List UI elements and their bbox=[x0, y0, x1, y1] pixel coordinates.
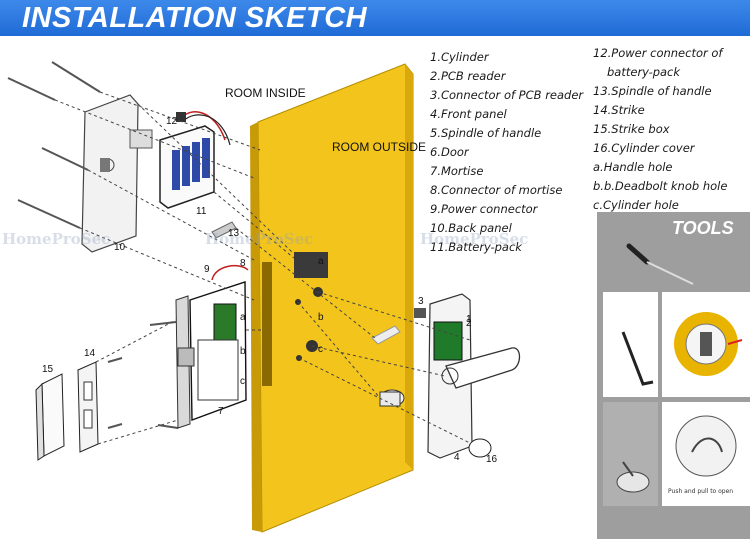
legend-item: 9.Power connector bbox=[430, 202, 538, 216]
tool-cover-cell bbox=[603, 402, 658, 506]
callout-14: 14 bbox=[84, 348, 96, 359]
strike bbox=[77, 361, 99, 453]
legend-item: battery-pack bbox=[607, 65, 681, 79]
legend-item: a.Handle hole bbox=[593, 160, 673, 174]
callout-16: 16 bbox=[486, 454, 498, 465]
watermark-1: HomeProSec bbox=[2, 230, 111, 248]
push-pull-icon bbox=[675, 415, 737, 477]
legend-item: 3.Connector of PCB reader bbox=[430, 88, 584, 102]
callout-10: 10 bbox=[114, 242, 126, 253]
legend-item: 1.Cylinder bbox=[430, 50, 489, 64]
callout-door-b: b bbox=[318, 312, 324, 323]
title-banner bbox=[0, 0, 750, 36]
legend-item: 13.Spindle of handle bbox=[593, 84, 712, 98]
legend-item: 12.Power connector of bbox=[593, 46, 723, 60]
assembly-lines bbox=[54, 91, 481, 449]
watermark-3: HomeProSec bbox=[420, 230, 529, 248]
tool-knob-cell bbox=[662, 292, 750, 397]
knob-icon bbox=[674, 312, 743, 376]
legend-item: 14.Strike bbox=[593, 103, 645, 117]
screws bbox=[7, 61, 179, 429]
watermark-2: HomeProSec bbox=[205, 230, 314, 248]
legend-item: 7.Mortise bbox=[430, 164, 484, 178]
callout-11: 11 bbox=[196, 206, 207, 217]
suction-cover-icon bbox=[616, 461, 650, 493]
callout-7: 7 bbox=[218, 406, 224, 417]
page-title: INSTALLATION SKETCH bbox=[22, 2, 368, 34]
callout-labels: 1 2 3 4 7 8 9 10 11 12 13 14 15 16 a b c… bbox=[42, 116, 498, 465]
callout-12: 12 bbox=[166, 116, 178, 127]
tool-screwdriver-cell bbox=[603, 240, 750, 288]
hex-key-icon bbox=[621, 331, 654, 386]
strike-box bbox=[35, 373, 65, 461]
push-pull-caption: Push and pull to open bbox=[668, 488, 734, 495]
tools-title: TOOLS bbox=[672, 218, 734, 238]
legend-item: 10.Back panel bbox=[430, 221, 512, 235]
callout-mortise-a: a bbox=[240, 312, 246, 323]
callout-4: 4 bbox=[454, 452, 460, 463]
legend-item: 11.Battery-pack bbox=[430, 240, 522, 254]
back-panel bbox=[81, 94, 153, 253]
legend-item: 5.Spindle of handle bbox=[430, 126, 542, 140]
room-outside-label: ROOM OUTSIDE bbox=[332, 140, 427, 154]
door bbox=[250, 63, 414, 533]
legend-item: c.Cylinder hole bbox=[593, 198, 679, 212]
front-panel bbox=[414, 293, 521, 459]
legend-item: 6.Door bbox=[430, 145, 469, 159]
callout-9: 9 bbox=[204, 264, 210, 275]
legend-right: 12.Power connector of battery-pack 13.Sp… bbox=[593, 44, 727, 215]
callout-13: 13 bbox=[228, 228, 240, 239]
mortise bbox=[175, 264, 249, 429]
callout-mortise-c: c bbox=[240, 376, 245, 387]
room-inside-label: ROOM INSIDE bbox=[225, 86, 306, 100]
cylinder bbox=[379, 389, 405, 407]
callout-8: 8 bbox=[240, 258, 246, 269]
callout-2: 2 bbox=[466, 318, 472, 329]
tool-hex-key-cell bbox=[603, 292, 658, 397]
legend-item: b.b.Deadbolt knob hole bbox=[593, 179, 728, 193]
callout-mortise-b: b bbox=[240, 346, 246, 357]
callout-15: 15 bbox=[42, 364, 54, 375]
legend-item: 4.Front panel bbox=[430, 107, 507, 121]
legend-left: 1.Cylinder 2.PCB reader 3.Connector of P… bbox=[430, 48, 583, 257]
callout-door-c: c bbox=[318, 344, 323, 355]
legend-item: 8.Connector of mortise bbox=[430, 183, 563, 197]
legend-item: 16.Cylinder cover bbox=[593, 141, 695, 155]
callout-door-a: a bbox=[318, 256, 324, 267]
screwdriver-icon bbox=[626, 243, 694, 285]
legend-item: 2.PCB reader bbox=[430, 69, 506, 83]
tool-push-pull-cell: Push and pull to open bbox=[662, 402, 750, 506]
callout-1: 1 bbox=[466, 314, 472, 325]
callout-3: 3 bbox=[418, 296, 424, 307]
cylinder-cover bbox=[468, 438, 492, 458]
legend-item: 15.Strike box bbox=[593, 122, 670, 136]
